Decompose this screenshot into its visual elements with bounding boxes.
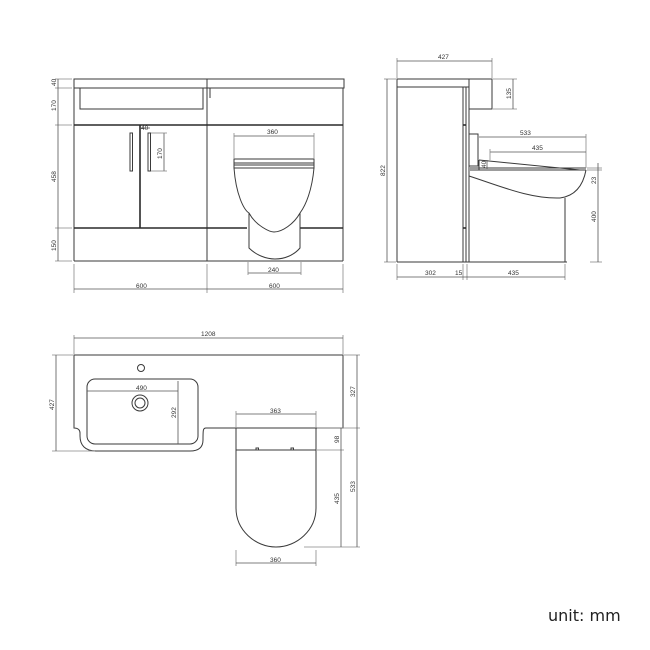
door-handle-right — [147, 132, 151, 172]
dim-basin-depth: 292 — [171, 407, 178, 418]
dim-handle-offset: 40 — [141, 125, 149, 132]
dim-basin-width: 490 — [136, 385, 147, 392]
dim-handle-length: 170 — [157, 148, 164, 159]
dim-seat-lip: 40 — [481, 160, 488, 168]
dim-pan-height: 400 — [591, 211, 598, 222]
dim-pan-projection: 533 — [520, 130, 531, 137]
dim-unit-depth: 302 — [425, 270, 436, 277]
waste-outlet — [131, 394, 149, 412]
countertop-plan — [73, 354, 344, 452]
basin-side — [469, 78, 493, 110]
dim-pan-base-width: 240 — [268, 267, 279, 274]
dim-basin-depth: 170 — [51, 100, 58, 111]
tap-hole — [137, 364, 145, 372]
toilet-side — [468, 133, 587, 262]
basin-plan — [86, 378, 199, 445]
dim-pan-base-depth: 435 — [508, 270, 519, 277]
dim-door-height: 458 — [51, 171, 58, 182]
dim-plan-seat-length: 435 — [334, 493, 341, 504]
door-handle-left — [129, 132, 133, 172]
dim-wc-unit-width: 600 — [269, 283, 280, 290]
dim-top-depth: 427 — [438, 54, 449, 61]
front-elevation-view: 40 170 458 150 40 170 360 240 600 600 — [51, 78, 345, 293]
dim-pan-width: 360 — [267, 129, 278, 136]
basin-front — [79, 88, 204, 110]
dim-cistern-gap: 98 — [334, 435, 341, 443]
dim-rim-thickness: 23 — [591, 176, 598, 184]
plan-view: 490 292 1208 427 363 — [49, 331, 360, 566]
dim-pan-width-top: 363 — [270, 408, 281, 415]
dim-overall-width: 1208 — [201, 331, 216, 338]
dim-seat-length: 435 — [532, 145, 543, 152]
dim-plinth-height: 150 — [51, 240, 58, 251]
dim-gap: 15 — [455, 270, 463, 277]
dim-pan-width-bottom: 360 — [270, 557, 281, 564]
unit-label: unit: mm — [548, 606, 621, 625]
dim-basin-bowl-height: 135 — [506, 88, 513, 99]
side-elevation-view: 427 135 822 533 435 40 23 400 — [380, 54, 602, 280]
dim-overall-depth: 427 — [49, 399, 56, 410]
dim-total-height: 822 — [380, 165, 387, 176]
dim-wc-setback: 327 — [350, 386, 357, 397]
dim-plan-pan-projection: 533 — [350, 481, 357, 492]
worktop-front — [73, 78, 345, 89]
dim-vanity-width: 600 — [136, 283, 147, 290]
toilet-front — [233, 158, 315, 260]
dim-top-thickness: 40 — [51, 78, 58, 86]
toilet-plan — [235, 428, 317, 548]
